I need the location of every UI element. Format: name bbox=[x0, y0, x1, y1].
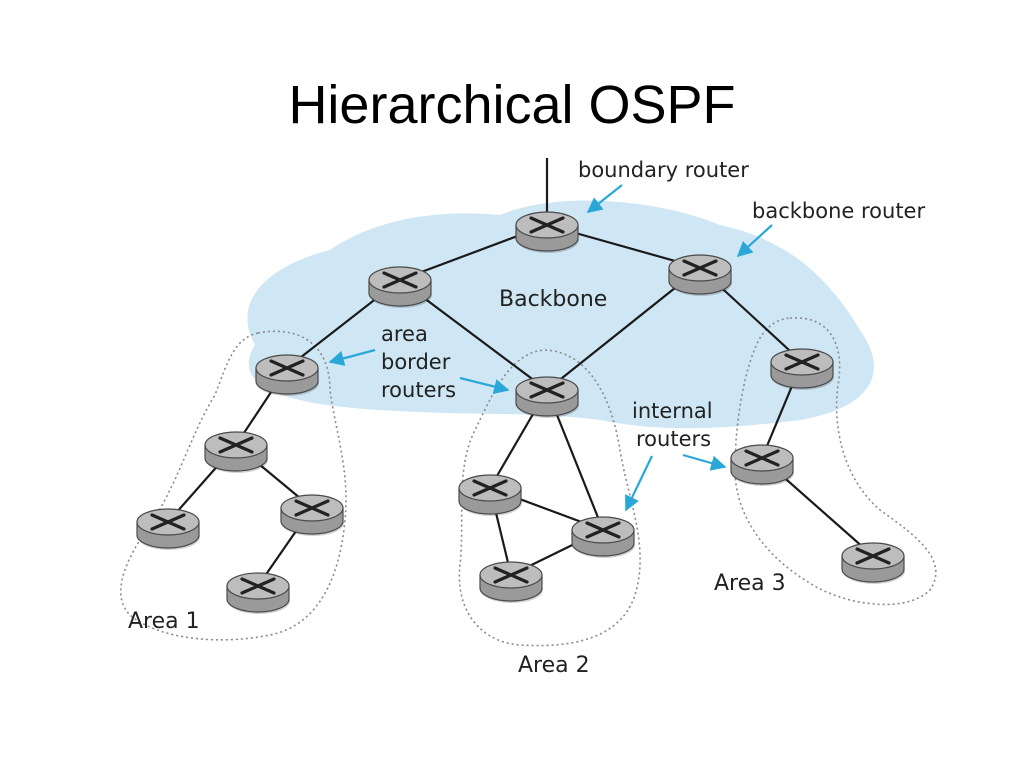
callout-arrows bbox=[328, 184, 773, 512]
router-icon bbox=[730, 444, 794, 486]
area-border-label-line3: routers bbox=[381, 378, 456, 402]
router-icon bbox=[770, 348, 834, 390]
area2-label: Area 2 bbox=[518, 653, 590, 678]
router-icon bbox=[479, 561, 543, 603]
backbone-label: Backbone bbox=[499, 287, 607, 312]
router-icon bbox=[841, 542, 905, 584]
router-icon bbox=[255, 354, 319, 396]
area2-outline bbox=[458, 349, 641, 647]
backbone-router-label: backbone router bbox=[752, 199, 925, 223]
router-icon bbox=[458, 474, 522, 516]
area3-label: Area 3 bbox=[714, 571, 786, 596]
callout-arrow-icon bbox=[459, 376, 510, 395]
page-title: Hierarchical OSPF bbox=[288, 75, 736, 135]
area1-outline bbox=[120, 330, 347, 641]
routers bbox=[136, 211, 905, 614]
callout-arrow-icon bbox=[586, 184, 623, 213]
router-icon bbox=[368, 266, 432, 308]
router-icon bbox=[571, 516, 635, 558]
router-icon bbox=[515, 211, 579, 253]
router-icon bbox=[280, 494, 344, 536]
callout-arrow-icon bbox=[682, 453, 727, 471]
router-icon bbox=[204, 431, 268, 473]
internal-routers-label-line1: internal bbox=[632, 399, 713, 423]
router-icon bbox=[136, 508, 200, 550]
area-border-label-line1: area bbox=[381, 322, 428, 346]
boundary-router-label: boundary router bbox=[578, 158, 749, 182]
internal-routers-label-line2: routers bbox=[636, 427, 711, 451]
callout-arrow-icon bbox=[625, 455, 653, 512]
callout-arrow-icon bbox=[328, 348, 376, 366]
callout-arrow-icon bbox=[736, 224, 773, 258]
router-icon bbox=[515, 376, 579, 418]
area-border-label-line2: border bbox=[381, 350, 451, 374]
area3-outline bbox=[734, 317, 937, 606]
area1-label: Area 1 bbox=[128, 609, 200, 634]
router-icon bbox=[668, 254, 732, 296]
router-icon bbox=[226, 572, 290, 614]
